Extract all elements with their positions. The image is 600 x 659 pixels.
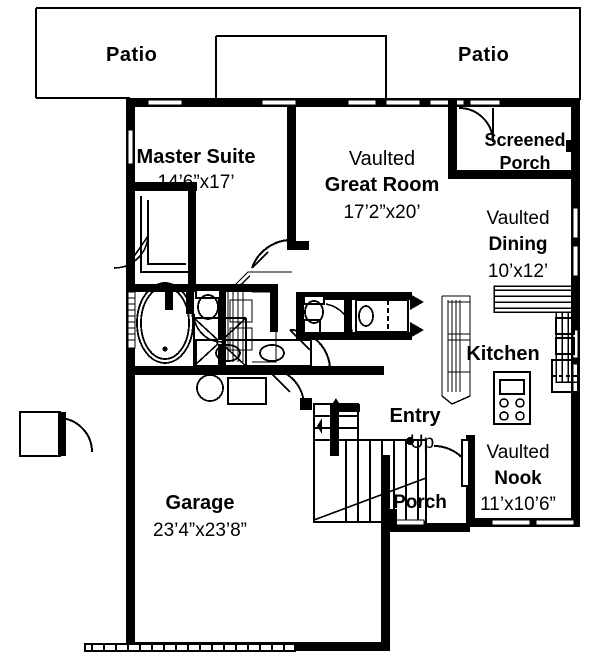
garage-side-door [19, 411, 66, 457]
second-bath [355, 299, 409, 333]
label-stair-direction: Up [409, 432, 435, 453]
range-cooktop [493, 371, 531, 425]
oval-soaking-tub [136, 282, 194, 364]
overhead-garage-door [84, 643, 296, 652]
kitchen-sink [555, 317, 575, 355]
screened-porch-frame [566, 140, 576, 152]
refrigerator [551, 359, 579, 393]
label-patio-right: Patio [458, 44, 510, 66]
label-dining-dims: 10’x12’ [487, 261, 549, 282]
label-nook-dims: 11’x10’6” [480, 494, 556, 515]
dining-kitchen-divider [493, 285, 579, 291]
label-master-suite-name: Master Suite [136, 146, 256, 168]
furnace-square [227, 377, 267, 405]
label-great-room-vaulted: Vaulted [348, 148, 416, 170]
kitchen-island [441, 295, 471, 405]
label-great-room-dims: 17’2”x20’ [343, 202, 421, 223]
label-dining-name: Dining [488, 234, 548, 255]
label-screened-porch-line1: Screened [484, 130, 566, 150]
label-patio-left: Patio [106, 44, 158, 66]
label-garage-name: Garage [165, 492, 235, 514]
powder-door-swing [325, 303, 353, 333]
wc-door-swing [193, 313, 223, 343]
bifold-doors [410, 294, 424, 338]
label-dining-vaulted: Vaulted [486, 208, 550, 229]
master-closet [140, 196, 188, 273]
label-garage-dims: 23’4”x23’8” [153, 520, 247, 541]
patio-outline [35, 7, 581, 101]
water-heater-circle [196, 374, 224, 402]
label-nook-vaulted: Vaulted [486, 442, 550, 463]
label-entry-name: Entry [389, 405, 441, 427]
label-screened-porch-line2: Porch [499, 153, 551, 173]
entry-door [461, 439, 470, 487]
closet-door-swing [113, 235, 149, 269]
exterior-window-group-top [147, 99, 501, 106]
staircase-up [313, 398, 427, 526]
label-kitchen-name: Kitchen [466, 343, 540, 365]
window-master-left [127, 129, 134, 165]
water-closet-toilet [195, 289, 221, 320]
laundry-washer-dryer [227, 271, 292, 363]
label-nook-name: Nook [494, 468, 542, 489]
label-great-room-name: Great Room [324, 174, 440, 196]
label-master-suite-dims: 14’6”x17’ [157, 172, 235, 193]
window-group-nook-bottom [491, 519, 575, 526]
label-porch-name: Porch [393, 492, 447, 513]
porch-post [381, 509, 397, 525]
